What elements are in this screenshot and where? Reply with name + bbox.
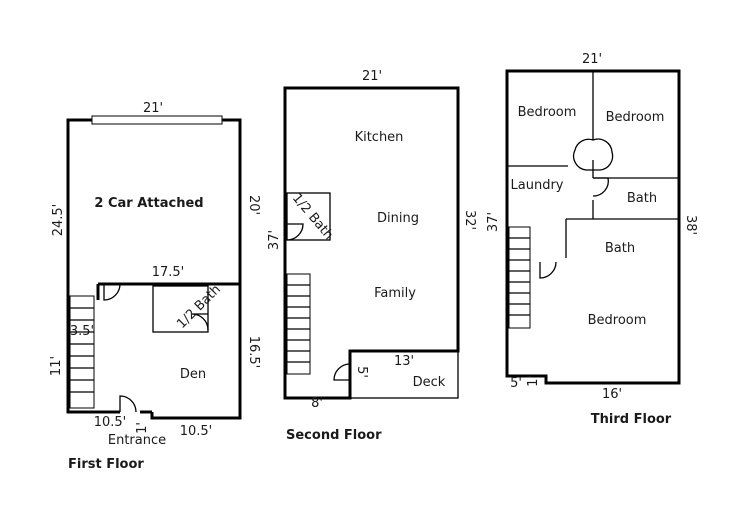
dining-label: Dining [377,211,419,226]
first-floor: 2 Car Attached 1/2 Bath Den 21' 24.5' 20… [49,101,261,472]
entrance-label: Entrance [108,433,166,448]
bath-2-label: Bath [605,241,635,256]
third-floor-left-dim: 37' [486,212,501,232]
garage-window [91,115,223,125]
second-floor-deck-width-dim: 13' [394,354,414,369]
third-floor-bottom-dim: 16' [602,387,622,402]
first-floor-left-garage-dim: 24.5' [51,204,66,237]
laundry-label: Laundry [511,178,564,193]
bath-1-label: Bath [627,191,657,206]
deck-door-swing [333,363,351,381]
bath-door-swing [592,177,609,197]
third-floor-bottom-left-dim: 5' [510,376,522,391]
first-floor-top-dim: 21' [143,101,163,116]
second-floor-top-dim: 21' [362,69,382,84]
first-floor-right-lower-dim: 16.5' [246,336,261,369]
first-floor-small-dim: 3.5' [70,324,94,339]
first-floor-mid-dim: 17.5' [152,265,185,280]
second-floor-deck-depth-dim: 5' [354,366,369,378]
bath-walls [565,177,679,258]
hall-door-swings [572,138,614,171]
third-floor-top-dim: 21' [582,52,602,67]
third-floor-step-dim: 1' [526,375,541,387]
first-floor-left-lower-dim: 11' [49,356,64,376]
lower-bath-door-swing [539,261,557,279]
second-floor-right-dim: 32' [462,210,477,230]
first-floor-stairs [69,295,95,409]
first-floor-title: First Floor [68,457,144,472]
third-floor-outer-wall [505,69,681,385]
second-floor-half-bath-walls [286,192,331,241]
third-floor-right-dim: 38' [683,215,698,235]
third-floor: Bedroom Bedroom Laundry Bath Bath Bedroo… [486,52,698,427]
third-floor-stairs [508,226,531,329]
bedroom-3-label: Bedroom [588,313,647,328]
second-floor-stairs [286,273,311,375]
first-floor-right-garage-dim: 20' [246,195,261,215]
entrance-door-swing [119,395,137,413]
den-label: Den [180,367,206,382]
second-floor-half-bath-label: 1/2 Bath [289,191,336,243]
second-floor-bath-door-swing [286,223,304,241]
garage-label: 2 Car Attached [94,196,203,211]
first-floor-half-bath-label: 1/2 Bath [174,282,224,332]
first-floor-bottom-left-dim: 10.5' [94,415,127,430]
first-floor-outer-wall [66,118,242,420]
kitchen-label: Kitchen [355,130,404,145]
second-floor: Kitchen Dining 1/2 Bath Family Deck 21' … [267,69,477,443]
bedroom-2-label: Bedroom [606,110,665,125]
garage-door-swing [103,283,121,301]
third-floor-title: Third Floor [591,412,672,427]
bedroom-1-label: Bedroom [518,105,577,120]
family-label: Family [374,286,416,301]
second-floor-left-dim: 37' [267,230,282,250]
first-floor-bottom-right-dim: 10.5' [180,424,213,439]
second-floor-bottom-dim: 8' [311,396,323,411]
first-floor-half-bath-walls [152,285,209,333]
first-floor-step-dim: 1' [135,422,150,434]
second-floor-outer-wall [283,86,460,400]
second-floor-title: Second Floor [286,428,382,443]
half-bath-door-swing [191,313,209,331]
deck-label: Deck [413,375,446,390]
